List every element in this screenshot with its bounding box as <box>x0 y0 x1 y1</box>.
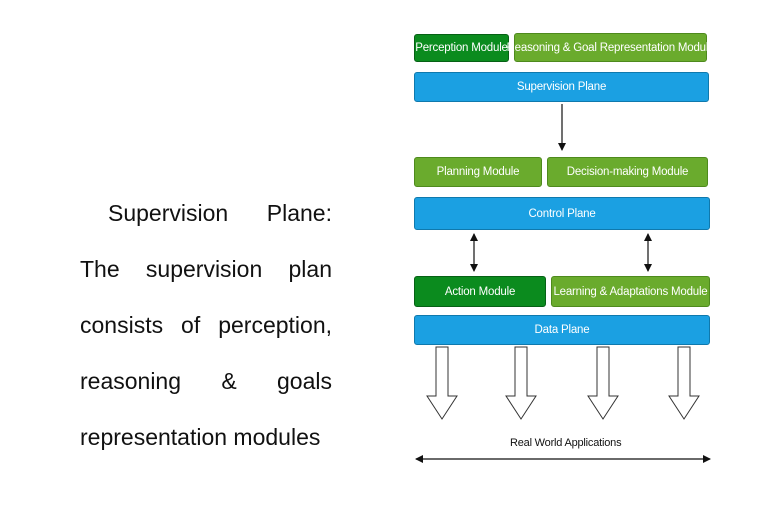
planning-module-label: Planning Module <box>436 166 520 178</box>
action-module-label: Action Module <box>444 285 516 298</box>
output-arrow-3 <box>587 346 619 420</box>
description-line: The supervision plan <box>80 256 332 282</box>
reasoning-goal-module-label: Reasoning & Goal Representation Module <box>506 41 715 54</box>
planning-module-box: Planning Module <box>414 157 542 187</box>
description-line: consists of perception, <box>80 312 332 338</box>
real-world-applications-label: Real World Applications <box>510 437 622 449</box>
reasoning-goal-module-box: Reasoning & Goal Representation Module <box>507 33 715 62</box>
control-plane-label: Control Plane <box>528 207 596 220</box>
data-plane-box: Data Plane <box>414 315 710 345</box>
description-line: Supervision Plane: <box>108 200 332 226</box>
control-plane-box: Control Plane <box>414 197 710 230</box>
description-text: Supervision Plane: The supervision plan … <box>80 185 332 465</box>
supervision-plane-box: Supervision Plane <box>414 72 709 102</box>
description-line: reasoning & goals <box>80 368 332 394</box>
data-plane-label: Data Plane <box>534 324 590 336</box>
perception-module-box: Perception Module <box>414 34 509 62</box>
supervision-plane-label: Supervision Plane <box>516 81 607 93</box>
learning-adaptations-module-label: Learning & Adaptations Module <box>553 285 708 298</box>
description-line: representation modules <box>80 424 321 450</box>
learning-adaptations-module-box: Learning & Adaptations Module <box>551 276 710 307</box>
output-arrow-2 <box>505 346 537 420</box>
decision-making-module-box: Decision-making Module <box>547 157 708 187</box>
perception-module-label: Perception Module <box>415 42 508 54</box>
action-module-box: Action Module <box>414 276 546 307</box>
output-arrow-1 <box>426 346 458 420</box>
decision-making-module-label: Decision-making Module <box>566 166 689 178</box>
output-arrow-4 <box>668 346 700 420</box>
